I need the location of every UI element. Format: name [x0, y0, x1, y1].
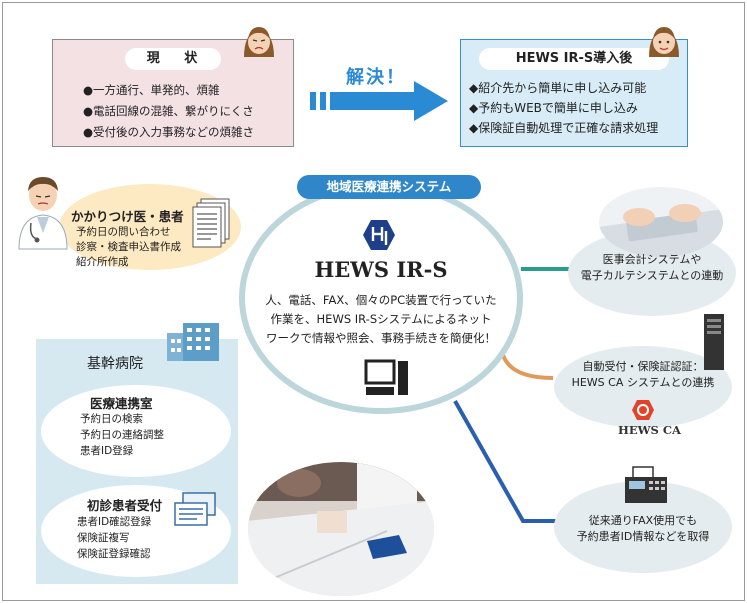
- solve-arrow-icon: [310, 81, 448, 121]
- fax-text: 従来通りFAX使用でも 予約患者ID情報などを取得: [554, 513, 732, 545]
- hospital-building-icon: [167, 323, 219, 361]
- fax-line: 予約患者ID情報などを取得: [576, 530, 710, 543]
- cooperation-item: 予約日の検索: [80, 413, 143, 425]
- family-item: 診察・検査申込書作成: [76, 241, 181, 253]
- worried-person-icon: [244, 27, 274, 57]
- current-item: ●受付後の入力事務などの煩雑さ: [83, 125, 255, 139]
- after-item: ◆紹介先から簡単に申し込み可能: [469, 81, 647, 95]
- family-doctor-list: 予約日の問い合わせ 診察・検査申込書作成 紹介所作成: [76, 225, 181, 270]
- hews-ca-logo-icon: [632, 400, 654, 420]
- accounting-line: 医事会計システムや: [602, 253, 702, 266]
- cooperation-item: 患者ID登録: [80, 445, 134, 457]
- first-visit-item: 保険証登録確認: [77, 548, 151, 560]
- current-status-title: 現 状: [125, 48, 221, 70]
- first-visit-title: 初診患者受付: [87, 498, 163, 513]
- first-visit-item: 患者ID確認登録: [77, 516, 152, 528]
- cooperation-room-title: 医療連携室: [90, 396, 153, 411]
- happy-person-icon: [649, 27, 679, 57]
- documents-icon: [192, 198, 230, 248]
- family-item: 予約日の問い合わせ: [76, 226, 171, 238]
- description-line: 人、電話、FAX、個々のPC装置で行っていた: [265, 293, 497, 307]
- line-to-fax: [453, 400, 556, 523]
- system-badge: 地域医療連携システム: [297, 175, 481, 199]
- family-doctor-title: かかりつけ医・患者: [71, 209, 184, 224]
- current-status-list: ●一方通行、単発的、煩雑 ●電話回線の混雑、繋がりにくさ ●受付後の入力事務など…: [83, 80, 254, 143]
- medical-cooperation-room-area: [41, 385, 231, 477]
- current-item: ●電話回線の混雑、繋がりにくさ: [83, 104, 254, 118]
- accounting-system-text: 医事会計システムや 電子カルテシステムとの連動: [568, 252, 736, 284]
- hews-logo-icon: [363, 220, 395, 250]
- current-item: ●一方通行、単発的、煩雑: [83, 83, 220, 97]
- keyboard-typing-icon: [599, 187, 723, 257]
- fax-line: 従来通りFAX使用でも: [588, 514, 698, 527]
- auto-reception-line: HEWS CA システムとの連携: [571, 376, 715, 389]
- system-description: 人、電話、FAX、個々のPC装置で行っていた 作業を、HEWS IR-Sシステム…: [255, 291, 507, 348]
- auto-reception-line: 自動受付・保険証認証：: [582, 360, 704, 373]
- after-intro-title: HEWS IR-S導入後: [479, 48, 669, 70]
- family-item: 紹介所作成: [76, 256, 129, 268]
- cooperation-room-list: 予約日の検索 予約日の連絡調整 患者ID登録: [80, 411, 164, 459]
- connector-lines: [453, 267, 570, 523]
- hospital-title: 基幹病院: [87, 356, 143, 372]
- fax-machine-icon: [625, 466, 667, 503]
- server-tower-icon: [704, 314, 724, 370]
- first-visit-list: 患者ID確認登録 保険証複写 保険証登録確認: [77, 514, 151, 562]
- after-item: ◆予約もWEBで簡単に申し込み: [469, 101, 638, 115]
- after-intro-list: ◆紹介先から簡単に申し込み可能 ◆予約もWEBで簡単に申し込み ◆保険証自動処理…: [469, 78, 658, 138]
- reception-photo: [248, 462, 434, 596]
- accounting-line: 電子カルテシステムとの連動: [580, 269, 724, 282]
- system-name: HEWS IR-S: [314, 257, 448, 282]
- insurance-card-icon: [174, 492, 216, 526]
- doctor-icon: [18, 177, 68, 250]
- first-visit-item: 保険証複写: [77, 532, 130, 544]
- description-line: 作業を、HEWS IR-Sシステムによるネット: [270, 312, 492, 326]
- line-to-jidou: [501, 354, 554, 380]
- solve-label: 解決！: [346, 67, 406, 88]
- hews-ca-label: HEWS CA: [618, 423, 681, 437]
- after-item: ◆保険証自動処理で正確な請求処理: [469, 121, 659, 135]
- description-line: ワークで情報や照会、事務手続きを簡便化！: [266, 331, 496, 345]
- auto-reception-text: 自動受付・保険証認証： HEWS CA システムとの連携: [554, 359, 732, 391]
- computer-icon: [364, 359, 408, 395]
- cooperation-item: 予約日の連絡調整: [80, 429, 164, 441]
